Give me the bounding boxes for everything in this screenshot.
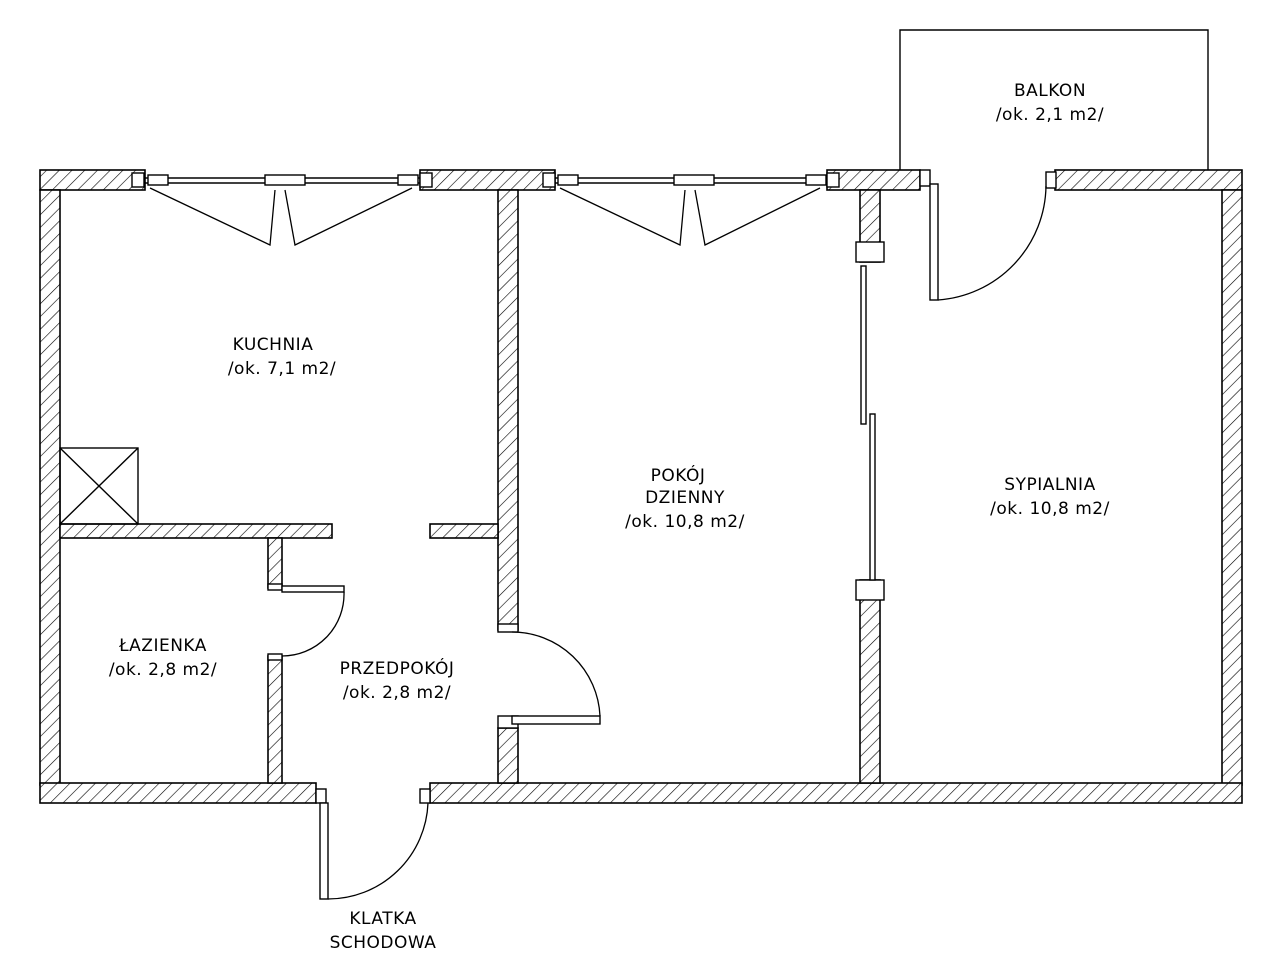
room-area-przedpokoj: /ok. 2,8 m2/ [343, 683, 451, 703]
bathroom-door [267, 583, 345, 661]
room-area-balkon: /ok. 2,1 m2/ [996, 105, 1104, 125]
wall-living-bedroom-bottom [859, 579, 881, 784]
wall-bottom-right [429, 782, 1243, 804]
room-label-kuchnia: KUCHNIA [233, 335, 314, 355]
wall-kitchen-hall [429, 523, 499, 539]
wall-right [1221, 189, 1243, 786]
room-label-pokoj-1: POKÓJ [651, 464, 706, 486]
wall-bath-hall-bottom [267, 655, 283, 784]
entrance-door [315, 788, 431, 900]
sliding-doors [855, 241, 885, 601]
wall-top-right [1054, 169, 1243, 191]
balcony-door [919, 169, 1057, 301]
room-label-pokoj-2: DZIENNY [645, 488, 725, 508]
room-area-pokoj: /ok. 10,8 m2/ [625, 512, 745, 532]
wall-bath-hall-top [267, 537, 283, 589]
living-window [542, 172, 840, 246]
room-label-sypialnia: SYPIALNIA [1004, 475, 1095, 495]
wall-top-mid1 [419, 169, 556, 191]
balcony-outline [899, 29, 1209, 170]
exit-label-1: KLATKA [349, 909, 416, 929]
wall-left [39, 189, 61, 786]
wall-bottom-left [39, 782, 317, 804]
room-label-przedpokoj: PRZEDPOKÓJ [340, 657, 455, 679]
wall-kitchen-bath [59, 523, 333, 539]
living-door [497, 623, 601, 729]
wall-hall-living [497, 727, 519, 784]
wall-kitchen-living [497, 189, 519, 631]
exit-label-2: SCHODOWA [330, 933, 437, 953]
kitchen-window [131, 172, 433, 246]
room-area-lazienka: /ok. 2,8 m2/ [109, 660, 217, 680]
room-area-sypialnia: /ok. 10,8 m2/ [990, 499, 1110, 519]
room-label-balkon: BALKON [1014, 81, 1086, 101]
room-area-kuchnia: /ok. 7,1 m2/ [228, 359, 336, 379]
wall-top-left [39, 169, 146, 191]
wall-top-mid2 [826, 169, 921, 191]
room-label-lazienka: ŁAZIENKA [118, 636, 207, 656]
vent-shaft [59, 447, 139, 525]
